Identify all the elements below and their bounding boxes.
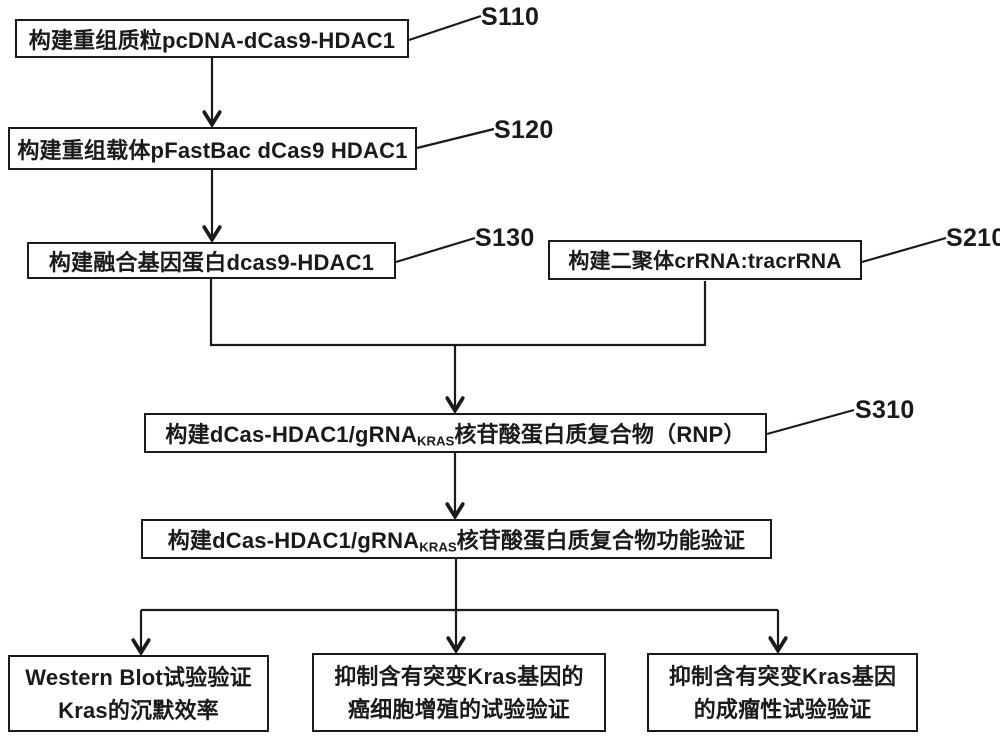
step-text-subscript: KRAS	[419, 539, 457, 555]
step-text: 构建重组质粒pcDNA-dCas9-HDAC1	[28, 27, 396, 53]
step-text-line1: 抑制含有突变Kras基因	[668, 663, 897, 689]
step-text-suffix: 核苷酸蛋白质复合物功能验证	[456, 528, 746, 553]
step-box-western-blot: Western Blot试验验证 Kras的沉默效率	[8, 655, 269, 732]
leader-line-s210	[861, 236, 947, 264]
merge-line-s130-s210	[209, 279, 707, 347]
step-box-proliferation: 抑制含有突变Kras基因的 癌细胞增殖的试验验证	[312, 653, 606, 732]
step-text-line1: Western Blot试验验证	[25, 664, 252, 690]
step-text: 构建重组载体pFastBac dCas9 HDAC1	[17, 137, 408, 163]
step-box-s310: 构建dCas-HDAC1/gRNAKRAS核苷酸蛋白质复合物（RNP）	[144, 413, 767, 453]
step-text: 构建二聚体crRNA:tracrRNA	[568, 250, 842, 273]
step-box-s120: 构建重组载体pFastBac dCas9 HDAC1	[8, 127, 417, 170]
leader-line-s310	[766, 408, 855, 436]
ref-label-s130: S130	[475, 224, 535, 252]
step-box-function-validation: 构建dCas-HDAC1/gRNAKRAS核苷酸蛋白质复合物功能验证	[141, 519, 772, 559]
step-text-line2: 的成瘤性试验验证	[693, 696, 872, 722]
leader-line-s130	[395, 236, 476, 264]
step-box-s110: 构建重组质粒pcDNA-dCas9-HDAC1	[15, 19, 409, 58]
leader-line-s120	[416, 127, 495, 150]
step-text-suffix: 核苷酸蛋白质复合物（RNP）	[454, 422, 746, 447]
branch-line	[141, 559, 778, 612]
step-box-s210: 构建二聚体crRNA:tracrRNA	[548, 240, 862, 280]
step-text-subscript: KRAS	[416, 433, 455, 449]
ref-label-s310: S310	[855, 396, 915, 424]
step-box-s130: 构建融合基因蛋白dcas9-HDAC1	[27, 242, 396, 279]
ref-label-s210: S210	[946, 224, 1000, 252]
ref-label-s110: S110	[481, 3, 540, 31]
step-text: 构建dCas-HDAC1/gRNAKRAS核苷酸蛋白质复合物（RNP）	[165, 417, 745, 449]
step-text-line2: Kras的沉默效率	[58, 697, 219, 723]
step-text-prefix: 构建dCas-HDAC1/gRNA	[165, 422, 417, 447]
step-text-prefix: 构建dCas-HDAC1/gRNA	[167, 528, 420, 553]
step-text-line1: 抑制含有突变Kras基因的	[334, 663, 584, 689]
step-text: 构建融合基因蛋白dcas9-HDAC1	[48, 249, 375, 275]
step-text-line2: 癌细胞增殖的试验验证	[347, 696, 570, 722]
ref-label-s120: S120	[494, 116, 554, 144]
leader-line-s110	[408, 14, 482, 42]
step-text: 构建dCas-HDAC1/gRNAKRAS核苷酸蛋白质复合物功能验证	[168, 523, 746, 555]
step-box-tumorigenicity: 抑制含有突变Kras基因 的成瘤性试验验证	[647, 653, 918, 732]
